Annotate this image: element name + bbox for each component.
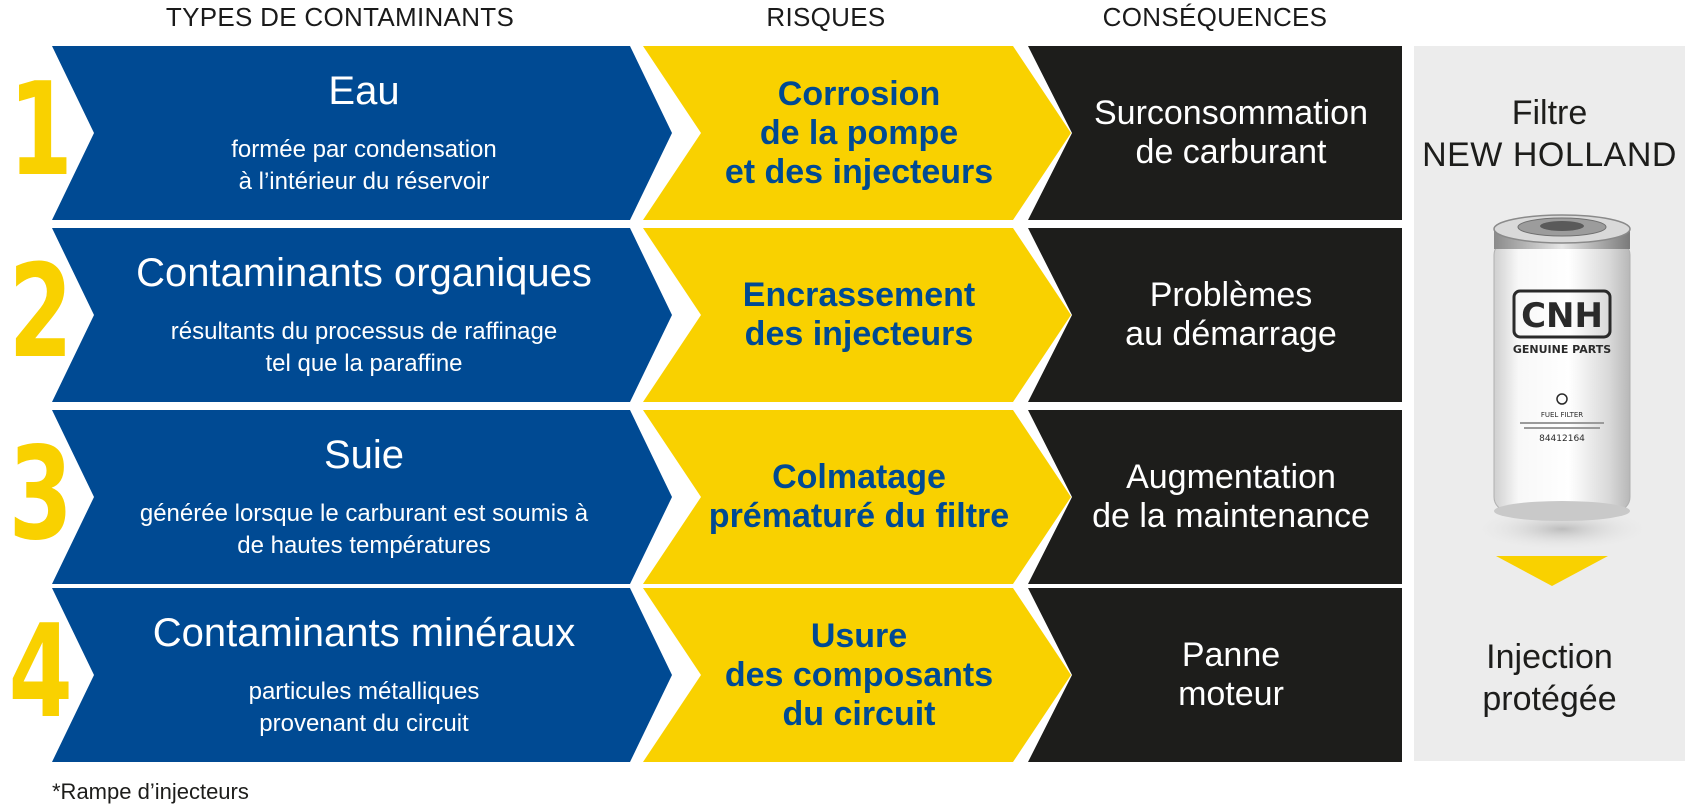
header-contaminant-types: TYPES DE CONTAMINANTS [165, 2, 515, 32]
risk-arrow: Corrosion de la pompe et des injecteurs [643, 46, 1071, 220]
consequence-block: Augmentation de la maintenance [1028, 410, 1402, 584]
fuel-filter-illustration: CNH GENUINE PARTS FUEL FILTER 84412164 [1472, 214, 1652, 551]
filter-part-number: 84412164 [1539, 434, 1585, 444]
contaminant-type-title: Suie [323, 433, 405, 477]
contaminant-type-arrow: Eau formée par condensation à l’intérieu… [52, 46, 672, 220]
risk-arrow: Usure des composants du circuit [643, 588, 1071, 762]
contaminant-type-title: Eau [328, 69, 400, 113]
contaminant-type-description: résultants du processus de raffinage tel… [170, 318, 558, 377]
contaminant-row-2: 2 Contaminants organiques résultants du … [0, 228, 1410, 402]
filter-sub-text: GENUINE PARTS [1513, 343, 1611, 356]
header-consequences: CONSÉQUENCES [1102, 2, 1328, 32]
contaminant-type-description: générée lorsque le carburant est soumis … [139, 500, 589, 559]
fuel-filter-image: CNH GENUINE PARTS FUEL FILTER 84412164 [1472, 211, 1652, 561]
row-number: 1 [8, 56, 73, 205]
contaminant-type-description: formée par condensation à l’intérieur du… [231, 136, 497, 195]
down-arrow-icon [1496, 556, 1608, 586]
contaminant-type-description: particules métalliques provenant du circ… [248, 678, 480, 737]
header-risks: RISQUES [766, 2, 886, 32]
contaminant-type-title: Contaminants organiques [136, 251, 592, 295]
side-panel-title-line1: Filtre [1511, 94, 1588, 132]
consequence-block: Surconsommation de carburant [1028, 46, 1402, 220]
footnote: *Rampe d’injecteurs [52, 779, 249, 804]
contaminant-type-arrow: Contaminants minéraux particules métalli… [52, 588, 672, 762]
row-number: 4 [8, 598, 73, 747]
contaminant-row-3: 3 Suie générée lorsque le carburant est … [0, 410, 1410, 584]
contaminant-row-1: 1 Eau formée par condensation à l’intéri… [0, 46, 1410, 220]
filter-logo-text: CNH [1521, 296, 1603, 336]
filter-label-text: FUEL FILTER [1541, 411, 1583, 419]
contaminant-type-title: Contaminants minéraux [152, 611, 576, 655]
filter-side-panel: Filtre NEW HOLLAND [1414, 46, 1685, 761]
contaminant-type-arrow: Contaminants organiques résultants du pr… [52, 228, 672, 402]
side-panel-title-line2: NEW HOLLAND [1422, 136, 1677, 174]
contaminant-type-arrow: Suie générée lorsque le carburant est so… [52, 410, 672, 584]
risk-arrow: Colmatage prématuré du filtre [643, 410, 1071, 584]
risk-arrow: Encrassement des injecteurs [643, 228, 1071, 402]
row-number: 2 [8, 238, 73, 387]
consequence-block: Panne moteur [1028, 588, 1402, 762]
contaminant-row-4: 4 Contaminants minéraux particules métal… [0, 588, 1410, 762]
row-number: 3 [8, 420, 73, 569]
side-panel-result: Injection protégée [1482, 638, 1617, 718]
consequence-block: Problèmes au démarrage [1028, 228, 1402, 402]
